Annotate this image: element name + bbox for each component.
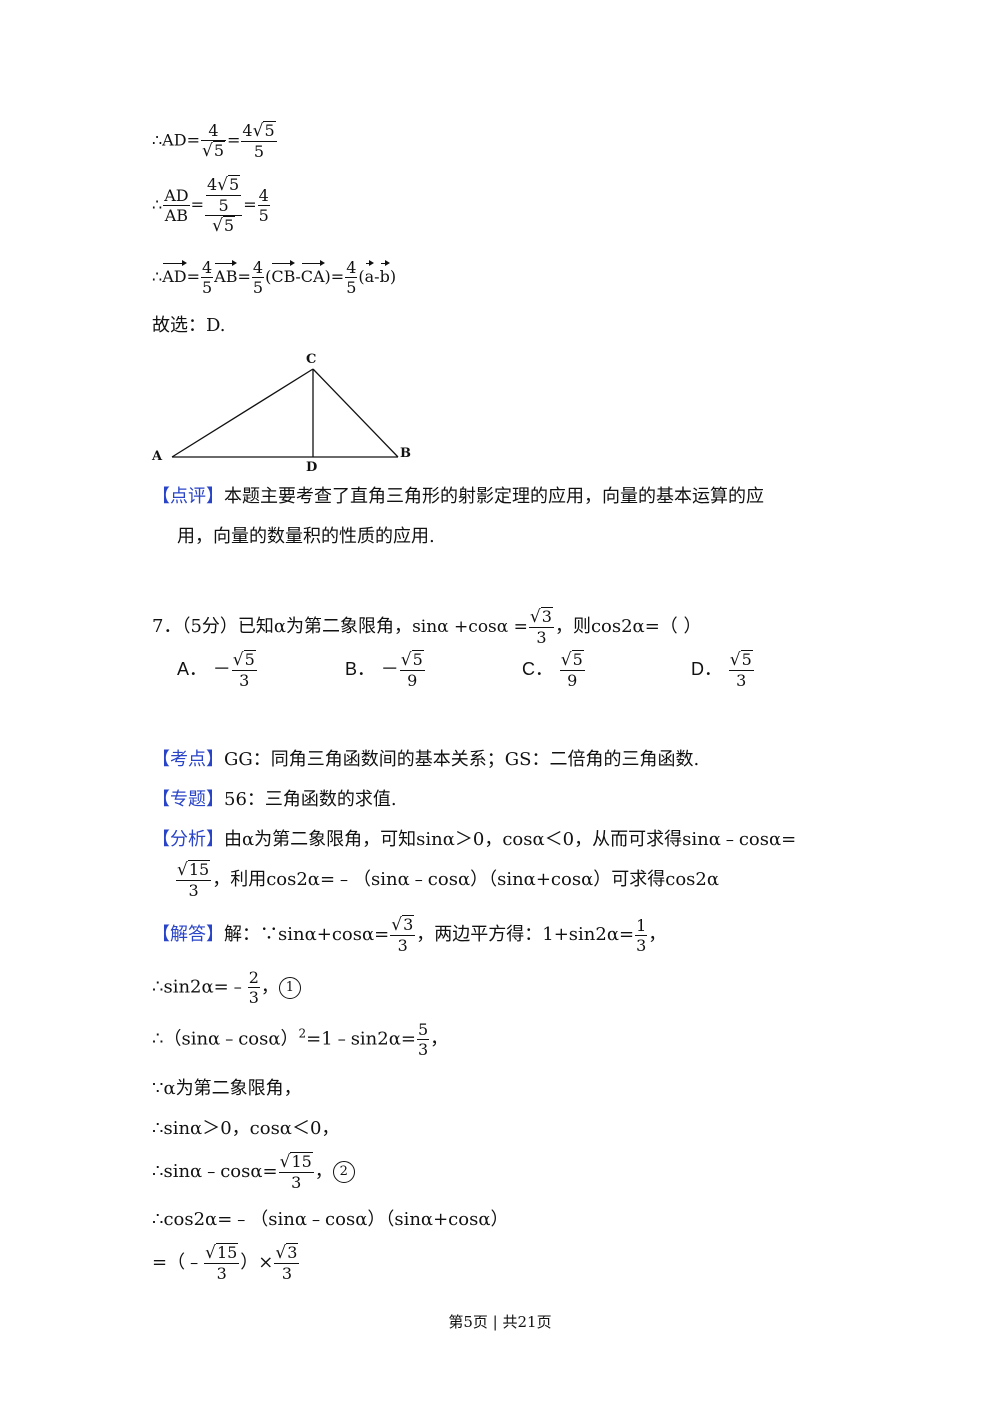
answer-choice: 故选：D. bbox=[152, 315, 226, 336]
given-expression: sinα +cosα = bbox=[412, 617, 528, 637]
vector-ad: AD bbox=[162, 260, 187, 289]
zhuanti-tag: 【专题】 bbox=[152, 789, 224, 810]
review-tag: 【点评】 bbox=[152, 486, 224, 507]
page-footer: 第5页 | 共21页 bbox=[448, 1313, 552, 1331]
review-line2: 用，向量的数量积的性质的应用. bbox=[177, 526, 435, 547]
fenxi-tag: 【分析】 bbox=[152, 829, 224, 850]
jieda-line4: ∵α为第二象限角， bbox=[152, 1078, 302, 1099]
vector-b: b bbox=[380, 260, 391, 289]
jieda-line7: ∴cos2α=﹣（sinα﹣cosα）（sinα+cosα） bbox=[152, 1209, 509, 1230]
jieda-line5: ∴sinα＞0，cosα＜0， bbox=[152, 1118, 340, 1139]
vector-cb: CB bbox=[271, 260, 296, 289]
label-c: C bbox=[306, 352, 316, 367]
kaodian-line: 【考点】GG：同角三角函数间的基本关系；GS：二倍角的三角函数. bbox=[152, 749, 700, 770]
fenxi-line1: 【分析】由α为第二象限角，可知sinα＞0，cosα＜0，从而可求得sinα﹣c… bbox=[152, 829, 797, 850]
label-b: B bbox=[400, 446, 411, 461]
triangle-figure: C A B D bbox=[151, 352, 411, 475]
label-d: D bbox=[306, 460, 317, 475]
vector-ca: CA bbox=[301, 260, 325, 289]
fraction: 4√5 bbox=[200, 121, 226, 161]
kaodian-tag: 【考点】 bbox=[152, 749, 224, 770]
vector-a: a bbox=[365, 260, 374, 289]
jieda-tag: 【解答】 bbox=[152, 924, 224, 945]
label-a: A bbox=[151, 449, 163, 464]
review-line1: 【点评】本题主要考查了直角三角形的射影定理的应用，向量的基本运算的应 bbox=[152, 486, 764, 507]
side-cb bbox=[312, 368, 399, 458]
circled-number-2: 2 bbox=[332, 1161, 355, 1183]
vector-ab: AB bbox=[214, 260, 238, 289]
zhuanti-line: 【专题】56：三角函数的求值. bbox=[152, 789, 397, 810]
side-ac bbox=[171, 368, 314, 458]
circled-number-1: 1 bbox=[278, 976, 301, 999]
